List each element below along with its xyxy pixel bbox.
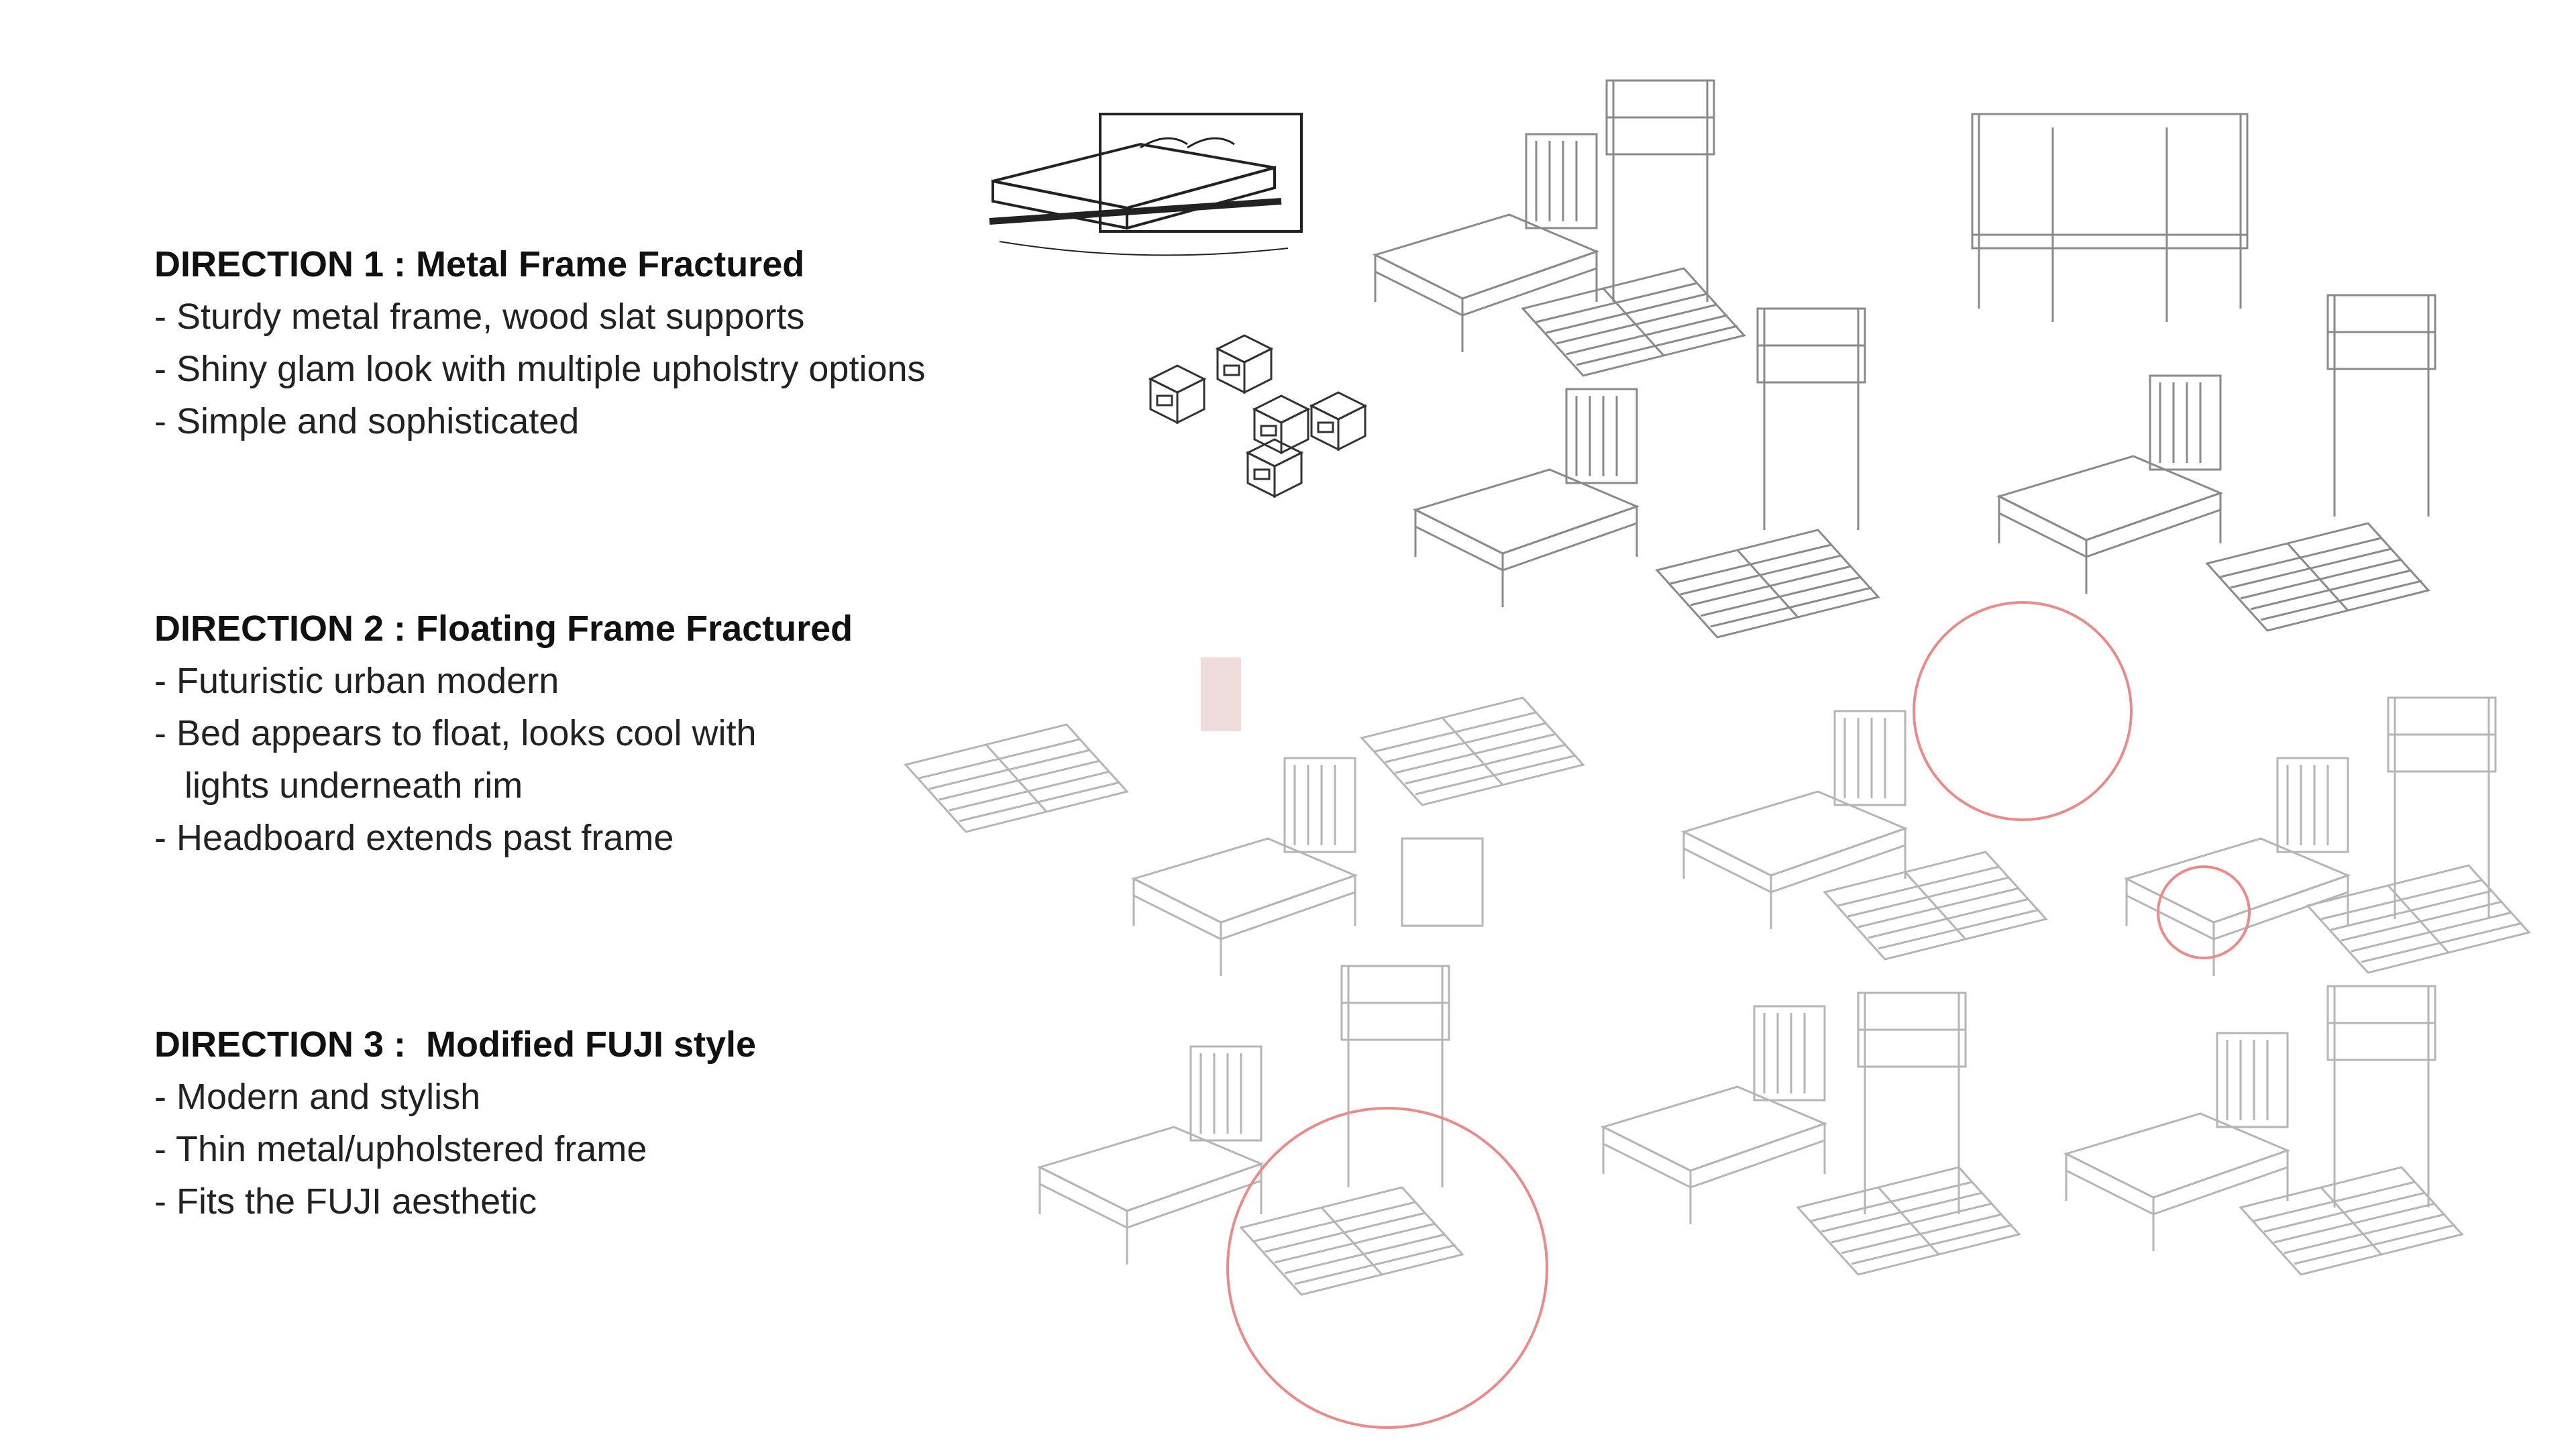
direction-1-bullet: - Simple and sophisticated <box>154 401 580 441</box>
direction-2-title: DIRECTION 2 : Floating Frame Fractured <box>154 608 853 649</box>
direction-1-bullet: - Shiny glam look with multiple upholstr… <box>154 349 926 389</box>
direction-1-bullet: - Sturdy metal frame, wood slat supports <box>154 297 805 337</box>
direction-2-bullet: lights underneath rim <box>154 765 523 806</box>
cube-doodles <box>1149 334 1366 498</box>
direction-2-bullet: - Bed appears to float, looks cool with <box>154 713 757 753</box>
direction-3-title: DIRECTION 3 : Modified FUJI style <box>154 1024 757 1065</box>
direction-2-bullet: - Headboard extends past frame <box>154 818 674 858</box>
hero-bed-sketch <box>989 113 1303 256</box>
direction-3-bullet: - Modern and stylish <box>154 1077 481 1117</box>
highlight-circle-slats <box>1226 1107 1548 1429</box>
direction-2-bullet: - Futuristic urban modern <box>154 661 559 701</box>
direction-1-title: DIRECTION 1 : Metal Frame Fractured <box>154 244 805 284</box>
direction-1-bullets: - Sturdy metal frame, wood slat supports… <box>154 290 926 447</box>
direction-2-bullets: - Futuristic urban modern - Bed appears … <box>154 655 853 864</box>
color-swatch-smudge <box>1201 657 1241 731</box>
metal-frame-sketches <box>1374 79 2436 639</box>
highlight-circle-leg <box>2157 865 2251 959</box>
direction-3-bullet: - Thin metal/upholstered frame <box>154 1129 647 1169</box>
highlight-circles <box>1226 601 2251 1429</box>
direction-2-block: DIRECTION 2 : Floating Frame Fractured -… <box>154 602 853 864</box>
floating-frame-sketches <box>904 696 2530 1296</box>
direction-3-bullet: - Fits the FUJI aesthetic <box>154 1181 537 1222</box>
direction-3-block: DIRECTION 3 : Modified FUJI style - Mode… <box>154 1018 756 1228</box>
highlight-circle-headboard <box>1913 601 2133 821</box>
direction-3-bullets: - Modern and stylish - Thin metal/uphols… <box>154 1071 756 1228</box>
direction-1-block: DIRECTION 1 : Metal Frame Fractured - St… <box>154 238 926 447</box>
